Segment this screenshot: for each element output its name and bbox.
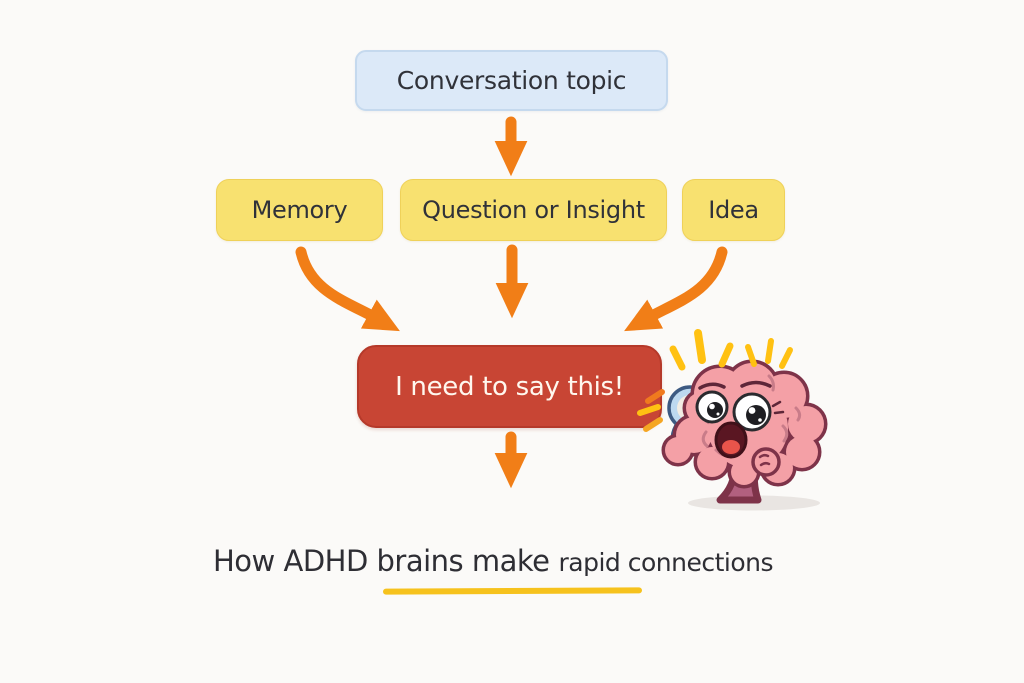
node-question-or-insight: Question or Insight: [400, 179, 667, 241]
brain-shadow: [688, 495, 820, 511]
node-i-need-to-say-this-label: I need to say this!: [395, 371, 624, 402]
brain-stem: [716, 461, 762, 504]
node-idea-label: Idea: [708, 196, 759, 224]
arrow-idea-to-say: [624, 246, 728, 332]
node-conversation-topic: Conversation topic: [355, 50, 668, 111]
brain-body: [665, 363, 824, 485]
phone-icon: [667, 385, 713, 456]
brain-body-outline: [661, 359, 828, 489]
caption-underline: [382, 587, 643, 595]
brain-mouth: [714, 421, 748, 459]
brain-fist: [751, 447, 781, 477]
caption-main: How ADHD brains make: [213, 544, 550, 578]
node-idea: Idea: [682, 179, 785, 241]
node-question-or-insight-label: Question or Insight: [422, 196, 645, 224]
caption-sub: rapid connections: [558, 548, 774, 577]
node-memory: Memory: [216, 179, 383, 241]
node-memory-label: Memory: [251, 196, 348, 224]
brain-eyebrows: [698, 380, 785, 415]
brain-eyes: [695, 390, 772, 432]
node-i-need-to-say-this: I need to say this!: [357, 345, 662, 428]
excitement-marks-icon: [669, 329, 793, 371]
caption: How ADHD brains make rapid connections: [0, 544, 986, 578]
arrow-memory-to-say: [295, 246, 400, 332]
brain-folds: [701, 374, 802, 458]
node-conversation-topic-label: Conversation topic: [396, 66, 627, 95]
